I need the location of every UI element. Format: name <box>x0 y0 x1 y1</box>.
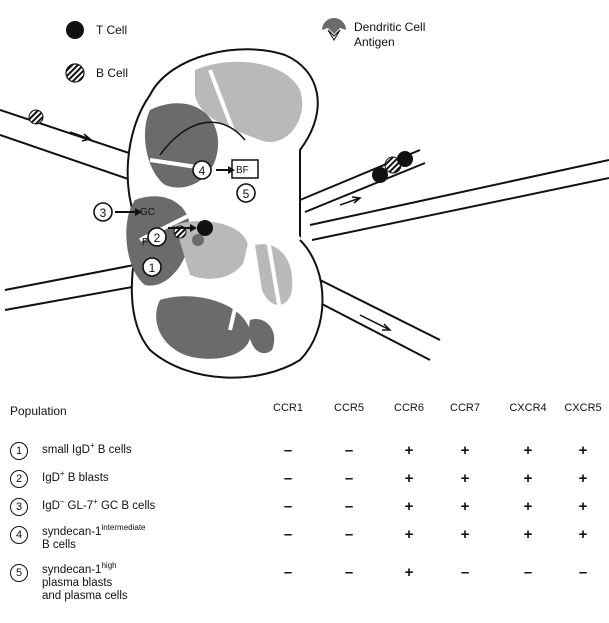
table-cell: – <box>440 564 490 581</box>
table-cell: – <box>263 498 313 515</box>
table-cell: + <box>384 526 434 543</box>
column-header-ccr7: CCR7 <box>440 402 490 414</box>
b-cell-legend-icon <box>66 64 84 82</box>
svg-text:2: 2 <box>154 231 161 245</box>
gc-label: GC <box>140 207 155 218</box>
table-cell: – <box>558 564 608 581</box>
row-number-badge: 4 <box>10 526 28 544</box>
svg-text:1: 1 <box>149 261 156 275</box>
population-header: Population <box>10 404 67 418</box>
svg-text:5: 5 <box>243 187 250 201</box>
diagram-marker-5: 5 <box>237 184 255 202</box>
antigen-legend-label: Antigen <box>354 35 395 49</box>
table-cell: + <box>558 526 608 543</box>
row-number-badge: 1 <box>10 442 28 460</box>
diagram-marker-2: 2 <box>148 228 166 246</box>
table-cell: – <box>324 498 374 515</box>
table-cell: + <box>384 498 434 515</box>
b-cell-legend-label: B Cell <box>96 66 128 80</box>
table-cell: + <box>503 498 553 515</box>
column-header-ccr1: CCR1 <box>263 402 313 414</box>
lymph-node-diagram: T Cell B Cell Dendritic Cell Antigen <box>0 0 609 380</box>
column-header-ccr5: CCR5 <box>324 402 374 414</box>
chemokine-receptor-table: Population CCR1 CCR5 CCR6 CCR7 CXCR4 CXC… <box>0 396 609 623</box>
table-cell: + <box>440 526 490 543</box>
column-header-cxcr4: CXCR4 <box>503 402 553 414</box>
table-cell: + <box>503 470 553 487</box>
svg-text:4: 4 <box>199 164 206 178</box>
table-cell: – <box>324 442 374 459</box>
table-cell: + <box>384 442 434 459</box>
diagram-marker-4: 4 <box>193 161 211 179</box>
dendritic-cell-legend-icon <box>322 18 346 40</box>
dendritic-cell-legend-label: Dendritic Cell <box>354 20 425 34</box>
row-number-badge: 2 <box>10 470 28 488</box>
table-cell: + <box>558 442 608 459</box>
column-header-ccr6: CCR6 <box>384 402 434 414</box>
table-cell: + <box>384 470 434 487</box>
table-cell: – <box>324 564 374 581</box>
efferent-vessel <box>300 150 609 240</box>
t-cell-legend-icon <box>66 21 84 39</box>
table-cell: – <box>263 470 313 487</box>
table-cell: – <box>324 526 374 543</box>
table-cell: + <box>440 470 490 487</box>
diagram-marker-1: 1 <box>143 258 161 276</box>
table-cell: – <box>263 442 313 459</box>
table-cell: – <box>263 526 313 543</box>
table-cell: + <box>503 526 553 543</box>
table-cell: + <box>558 498 608 515</box>
svg-text:3: 3 <box>100 206 107 220</box>
t-cell-in-node <box>197 220 213 236</box>
table-cell: + <box>440 498 490 515</box>
t-cell-legend-label: T Cell <box>96 23 127 37</box>
table-cell: + <box>503 442 553 459</box>
table-cell: + <box>558 470 608 487</box>
column-header-cxcr5: CXCR5 <box>558 402 608 414</box>
lymph-node <box>126 49 322 377</box>
dendritic-cell-in-node <box>192 234 204 246</box>
population-label: small IgD+ B cells <box>42 444 132 457</box>
population-label: syndecan-1intermediate B cells <box>42 526 146 552</box>
table-cell: – <box>503 564 553 581</box>
table-cell: + <box>440 442 490 459</box>
row-number-badge: 3 <box>10 498 28 516</box>
table-cell: + <box>384 564 434 581</box>
table-cell: – <box>324 470 374 487</box>
row-number-badge: 5 <box>10 564 28 582</box>
population-label: IgD– GL-7+ GC B cells <box>42 500 155 513</box>
bf-label: BF <box>236 165 249 176</box>
table-cell: – <box>263 564 313 581</box>
population-label: IgD+ B blasts <box>42 472 109 485</box>
diagram-marker-3: 3 <box>94 203 112 221</box>
population-label: syndecan-1high plasma blasts and plasma … <box>42 564 128 603</box>
f-label: F <box>142 237 148 248</box>
